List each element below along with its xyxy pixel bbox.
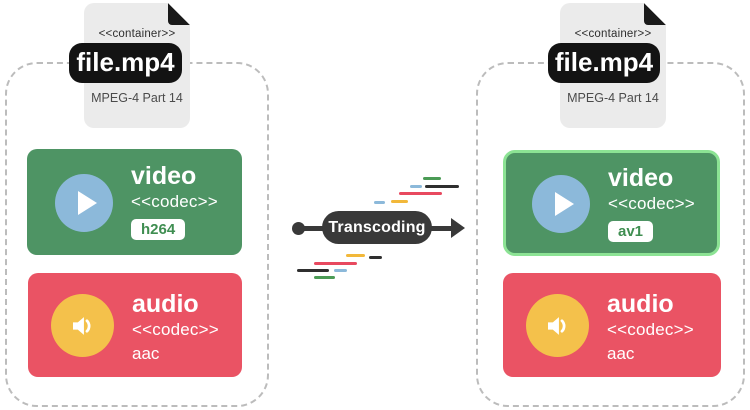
speaker-icon [526,294,589,357]
target-audio-stereotype: <<codec>> [607,320,694,339]
stream-dash [374,201,385,204]
source-video-codec-badge: h264 [131,219,186,240]
target-file-name: file.mp4 [548,43,660,83]
source-video-title: video [131,162,197,190]
source-file-name: file.mp4 [69,43,182,83]
source-audio-track: audio <<codec>> aac [28,273,242,377]
stream-dash [314,262,357,265]
stream-dash [297,269,329,272]
stream-dash [410,185,422,188]
page-fold-icon [168,3,190,25]
source-audio-title: audio [132,290,199,318]
page-fold-icon [644,3,666,25]
target-audio-codec: aac [607,344,635,363]
source-container-stereotype: <<container>> [98,28,176,40]
speaker-icon [51,294,114,357]
target-video-track-highlighted: video <<codec>> av1 [503,150,720,256]
target-video-codec-badge: av1 [608,221,654,242]
stream-dash [346,254,365,257]
source-audio-codec: aac [132,344,160,363]
source-video-stereotype: <<codec>> [131,192,218,211]
target-video-stereotype: <<codec>> [608,194,695,213]
stream-dash [425,185,459,188]
stream-dash [369,256,382,259]
target-video-title: video [608,164,674,192]
stream-dash [334,269,347,272]
stream-dash [423,177,441,180]
target-file-subtitle: MPEG-4 Part 14 [567,91,659,105]
source-audio-stereotype: <<codec>> [132,320,219,339]
target-audio-title: audio [607,290,674,318]
target-audio-track: audio <<codec>> aac [503,273,721,377]
stream-dash [399,192,442,195]
source-video-track: video <<codec>> h264 [27,149,242,255]
target-container-stereotype: <<container>> [574,28,652,40]
arrow-head-icon [451,218,465,238]
stream-dash [391,200,408,203]
play-icon [532,175,590,233]
stream-dash [314,276,335,279]
transcoding-label: Transcoding [322,211,432,244]
play-icon [55,174,113,232]
source-file-subtitle: MPEG-4 Part 14 [91,91,183,105]
